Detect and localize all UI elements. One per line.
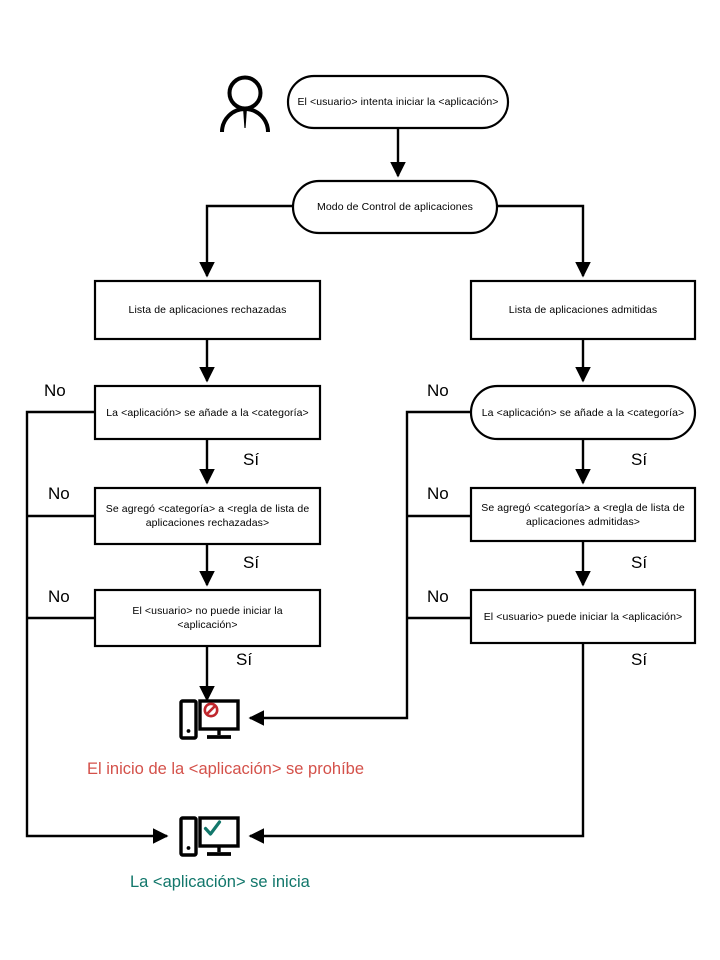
- person-icon: [220, 75, 270, 133]
- outcome-label-denied: El inicio de la <aplicación> se prohíbe: [87, 760, 365, 778]
- edge-label-right-no-2: No: [427, 484, 449, 503]
- connector-mode-to-allowed-list: [497, 204, 591, 278]
- edge-label-left-yes-3: Sí: [236, 650, 253, 669]
- connector-right-no-rail: [248, 410, 471, 726]
- node-shape-start: [286, 74, 510, 130]
- edge-label-left-no-1: No: [44, 381, 66, 400]
- edge-label-left-yes-1: Sí: [243, 450, 260, 469]
- node-shape-denied-list: [93, 279, 322, 341]
- edge-label-left-yes-2: Sí: [243, 553, 260, 572]
- node-shape-denied-rule: [93, 486, 322, 546]
- node-shape-denied-category: [93, 384, 322, 441]
- edge-label-right-no-1: No: [427, 381, 449, 400]
- edge-label-right-no-3: No: [427, 587, 449, 606]
- node-shape-allowed-user: [469, 588, 697, 645]
- edge-label-right-yes-2: Sí: [631, 553, 648, 572]
- node-shape-allowed-list: [469, 279, 697, 341]
- computer-blocked-icon: [179, 699, 240, 740]
- edge-label-left-no-3: No: [48, 587, 70, 606]
- edge-label-right-yes-1: Sí: [631, 450, 648, 469]
- node-shape-denied-user: [93, 588, 322, 648]
- node-shape-allowed-category: [469, 384, 697, 441]
- node-shape-mode: [291, 179, 499, 235]
- outcome-label-allowed: La <aplicación> se inicia: [130, 873, 310, 891]
- edge-label-right-yes-3: Sí: [631, 650, 648, 669]
- connector-left-no-rail: [25, 410, 169, 844]
- computer-allowed-icon: [179, 816, 240, 857]
- connector-allowed-user-to-allowed: [248, 643, 585, 844]
- edge-label-left-no-2: No: [48, 484, 70, 503]
- connector-mode-to-denied-list: [199, 204, 293, 278]
- node-shape-allowed-rule: [469, 486, 697, 543]
